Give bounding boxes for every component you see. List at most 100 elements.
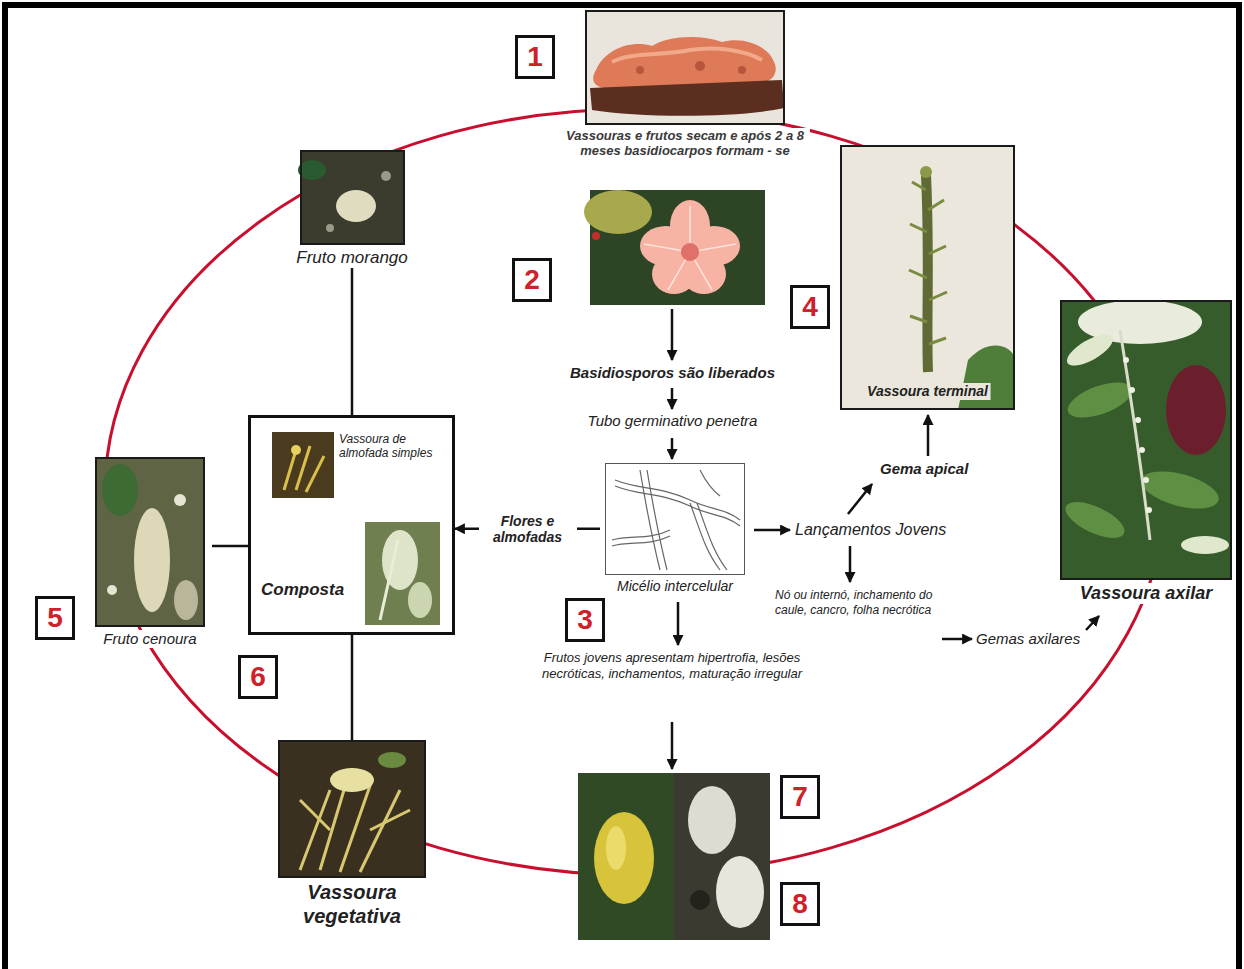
diseased-pods-photo (716, 856, 764, 928)
terminal-broom-photo (928, 200, 944, 210)
terminal-broom-photo (958, 345, 1015, 410)
terminal-broom-photo (910, 316, 927, 322)
compound-broom-photo (365, 522, 440, 625)
mycelium-drawing (697, 503, 727, 570)
callout-box: 6 (238, 655, 278, 699)
carrot-fruit-photo (95, 457, 205, 627)
callout-box: 7 (780, 775, 820, 819)
terminal-broom-photo (910, 224, 927, 232)
terminal-broom-photo (840, 145, 1015, 410)
flow-arrow (671, 309, 674, 360)
diseased-pods-photo (578, 773, 770, 940)
photo-frame (605, 463, 745, 575)
strawberry-fruit-photo (326, 224, 334, 232)
cycle-ellipse (105, 109, 1165, 875)
carrot-fruit-photo (174, 494, 186, 506)
flow-arrow (677, 602, 680, 645)
flow-arrow (849, 546, 852, 582)
photo-frame (95, 457, 205, 627)
mycelium-drawing (647, 470, 667, 570)
photo-panel: Fruto cenoura (88, 457, 212, 648)
photo-caption: Vassoura axilar (1077, 583, 1215, 604)
flow-note: Gemas axilares (976, 630, 1080, 648)
photo-caption: Fruto cenoura (100, 630, 199, 648)
flower-photo (640, 200, 740, 294)
cushion-broom-photo (284, 446, 324, 492)
flow-note: Tubo germinativo penetra (560, 412, 785, 430)
diseased-pods-photo (594, 812, 654, 904)
box-heading: Composta (261, 580, 361, 600)
mycelium-drawing (615, 480, 740, 520)
flow-note: Frutos jovens apresentam hipertrofia, le… (537, 650, 807, 682)
axillary-broom-photo (1060, 300, 1232, 580)
flow-note: Nó ou internó, inchamento do caule, canc… (775, 588, 937, 618)
flow-arrow (671, 388, 674, 409)
vegetative-broom-photo (278, 740, 426, 878)
photo-panel: Vassoura terminal (840, 145, 1015, 410)
terminal-broom-photo (929, 338, 946, 344)
flower-photo (584, 190, 765, 305)
box-text: Vassoura de almofada simples (339, 432, 451, 461)
flow-arrow (1086, 616, 1099, 630)
basidiocarp-photo (593, 37, 776, 88)
axillary-broom-photo (1061, 495, 1130, 546)
axillary-broom-photo (1063, 375, 1136, 425)
carrot-fruit-photo (102, 464, 138, 516)
photo-caption: Vassoura terminal (864, 383, 991, 400)
mycelium-drawing (615, 486, 740, 526)
axillary-broom-photo (1146, 507, 1152, 513)
diseased-pods-photo (606, 826, 626, 870)
cushion-broom-photo (284, 450, 296, 490)
basidiocarp-photo (636, 66, 644, 74)
axillary-broom-photo (1137, 464, 1223, 516)
flower-photo (681, 243, 699, 261)
flow-arrow (754, 529, 790, 532)
terminal-broom-photo (920, 166, 932, 178)
axillary-broom-photo (1135, 417, 1141, 423)
flower-photo (592, 232, 600, 240)
flow-arrow (671, 438, 674, 459)
flow-note: Basidiosporos são liberados (540, 364, 805, 382)
mycelium-drawing (700, 470, 720, 496)
photo-frame (1060, 300, 1232, 580)
photo-caption: Vassouras e frutos secam e após 2 a 8 me… (560, 128, 810, 159)
callout-number: 5 (47, 604, 63, 632)
axillary-broom-photo (1123, 357, 1129, 363)
callout-box: 3 (565, 598, 605, 642)
compound-broom-photo (380, 540, 398, 620)
flow-arrow (927, 415, 930, 456)
connector-line (212, 545, 248, 548)
terminal-broom-photo (912, 182, 926, 190)
axillary-broom-photo (1139, 447, 1145, 453)
mycelium-drawing (690, 503, 720, 570)
carrot-fruit-photo (174, 580, 198, 620)
photo-frame (278, 740, 426, 878)
terminal-broom-photo (840, 145, 1015, 410)
compound-broom-photo (365, 522, 440, 625)
callout-number: 2 (524, 266, 540, 294)
basidiocarp-photo (585, 10, 785, 125)
axillary-broom-photo (1143, 477, 1149, 483)
strawberry-fruit-photo (381, 171, 391, 181)
basidiocarp-photo (585, 10, 785, 125)
callout-number: 4 (802, 293, 818, 321)
axillary-broom-photo (1123, 357, 1152, 513)
diseased-pods-photo (690, 890, 710, 910)
vegetative-broom-photo (300, 800, 330, 830)
flow-arrow (942, 638, 972, 641)
group-box: Vassoura de almofada simplesComposta (248, 415, 455, 635)
connector-line (351, 268, 354, 415)
callout-box: 1 (515, 35, 555, 79)
callout-box: 8 (780, 882, 820, 926)
diseased-pods-photo (674, 773, 770, 940)
cushion-broom-photo (306, 456, 324, 492)
vegetative-broom-photo (278, 740, 426, 878)
carrot-fruit-photo (134, 508, 170, 612)
axillary-broom-photo (1061, 375, 1223, 545)
photo-caption: Vassoura vegetativa (262, 881, 442, 928)
basidiocarp-photo (695, 61, 705, 71)
mycelium-drawing (612, 530, 670, 540)
callout-number: 3 (577, 606, 593, 634)
callout-box: 2 (512, 258, 552, 302)
